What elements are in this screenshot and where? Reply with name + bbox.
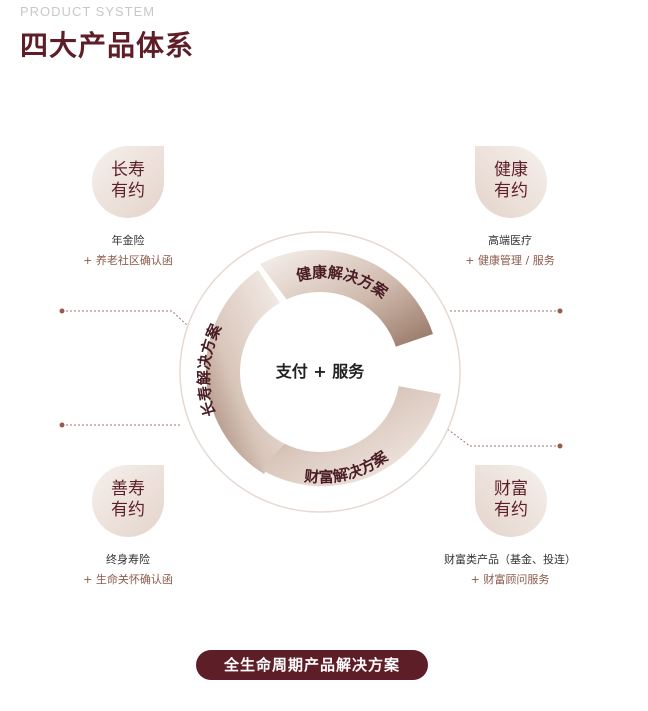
ring-inner <box>240 292 400 452</box>
page-title: 四大产品体系 <box>20 29 195 62</box>
connector-dot <box>59 308 65 314</box>
caption-main: 终身寿险 <box>106 553 150 566</box>
caption-top-right: 高端医疗 + 健康管理 / 服务 <box>440 231 580 271</box>
petal-line2: 有约 <box>111 181 145 201</box>
caption-bottom-left: 终身寿险 + 生命关怀确认函 <box>58 550 198 590</box>
center-label: 支付 + 服务 <box>275 362 365 381</box>
petal-line1: 健康 <box>494 160 528 180</box>
caption-sub: + 财富顾问服务 <box>470 573 550 586</box>
petal-line1: 长寿 <box>111 160 145 180</box>
caption-main: 财富类产品（基金、投连） <box>444 553 576 566</box>
caption-sub: + 养老社区确认函 <box>83 254 173 267</box>
connector-bottom-right <box>445 427 560 447</box>
outer-ring <box>179 231 461 513</box>
caption-main: 年金险 <box>111 234 145 247</box>
petal-bottom-left-label: 善寿 有约 <box>93 479 163 521</box>
connector-dot <box>59 422 65 428</box>
ring-segment-wealth <box>262 386 441 487</box>
connector-top-left <box>62 310 189 327</box>
caption-top-left: 年金险 + 养老社区确认函 <box>58 231 198 271</box>
petal-line2: 有约 <box>494 181 528 201</box>
petal-line2: 有约 <box>111 500 145 520</box>
lifecycle-solution-button[interactable]: 全生命周期产品解决方案 <box>196 650 428 680</box>
caption-sub: + 生命关怀确认函 <box>83 573 173 586</box>
connector-dot <box>557 443 563 449</box>
petal-bottom-left <box>92 465 164 537</box>
petal-top-left-label: 长寿 有约 <box>93 160 163 202</box>
petal-line1: 善寿 <box>111 479 145 499</box>
petal-top-right <box>475 146 547 218</box>
petal-top-left <box>92 146 164 218</box>
petal-line1: 财富 <box>494 479 528 499</box>
petal-line2: 有约 <box>494 500 528 520</box>
petal-bottom-right <box>475 465 547 537</box>
caption-main: 高端医疗 <box>488 234 532 247</box>
caption-sub: + 健康管理 / 服务 <box>465 254 555 267</box>
eyebrow: PRODUCT SYSTEM <box>20 4 156 19</box>
petal-top-right-label: 健康 有约 <box>476 160 546 202</box>
connector-dot <box>557 308 563 314</box>
petal-bottom-right-label: 财富 有约 <box>476 479 546 521</box>
caption-bottom-right: 财富类产品（基金、投连） + 财富顾问服务 <box>430 550 590 590</box>
